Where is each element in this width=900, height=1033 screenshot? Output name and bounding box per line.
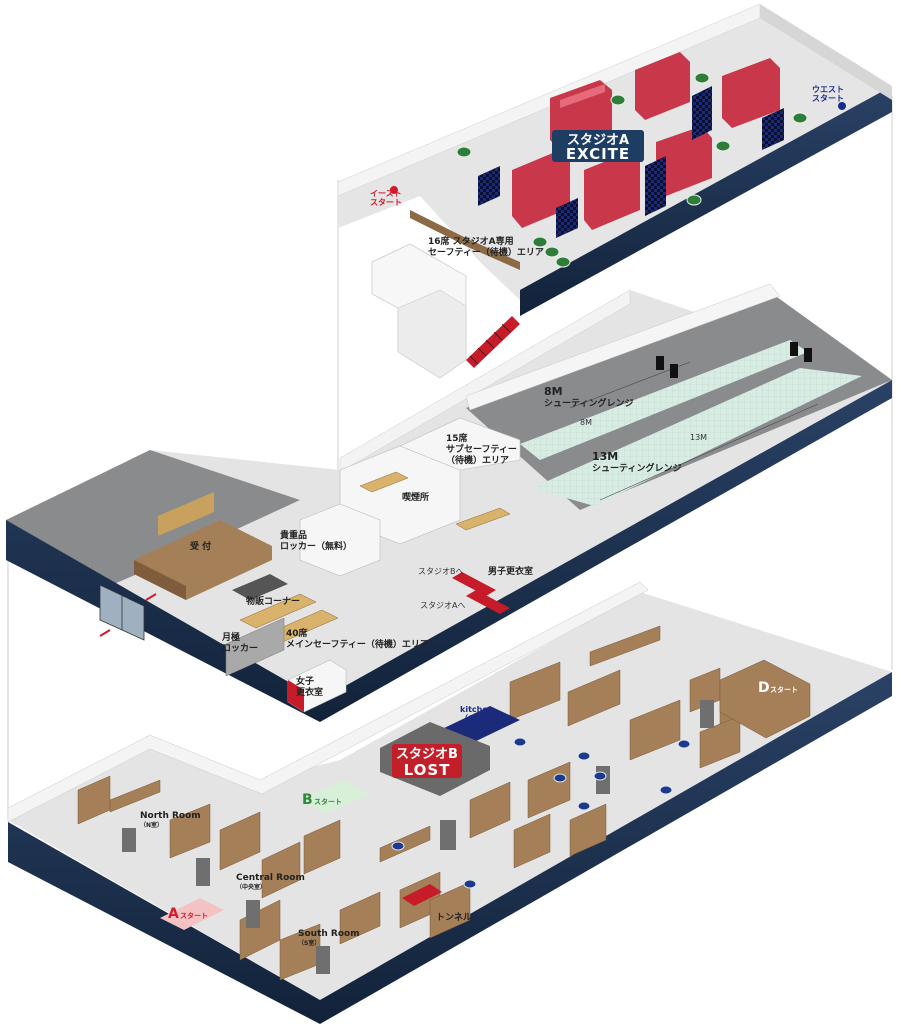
middle-range-slab-top [465, 283, 781, 411]
north-room-label: North Room [140, 811, 201, 821]
top-bench [410, 210, 470, 248]
floor-connector-lines [7, 96, 893, 820]
range-targets [656, 342, 812, 378]
men-locker-label: 男子更衣室 [488, 565, 533, 577]
a-start-letter: A [168, 906, 179, 922]
dim-13m: 13M [690, 433, 707, 442]
b-start-tag: B スタート [302, 792, 342, 808]
top-stair [466, 316, 520, 368]
reception-back [158, 492, 214, 536]
main-safety-label-2: メインセーフティー（待機）エリア [286, 638, 429, 650]
bottom-floor-surface [8, 592, 892, 1000]
studio-b-tag: スタジオB LOST [392, 744, 462, 779]
range-8m-lane [520, 340, 808, 460]
west-start-label-2: スタート [812, 93, 844, 103]
top-floor: スタジオA EXCITE イースト スタート ウエスト スタート 16席 スタジ… [337, 3, 892, 379]
monthly-locker-label-2: ロッカー [222, 643, 258, 654]
d-start-room [719, 659, 811, 739]
east-start-label-1: イースト [370, 189, 402, 198]
to-studio-b-label: スタジオBへ [418, 567, 464, 576]
range-13m-lane [532, 368, 862, 506]
studio-a-sub: EXCITE [566, 145, 630, 163]
valuables-locker-label-2: ロッカー（無料） [280, 540, 352, 552]
tunnel-label: トンネル [436, 912, 472, 923]
shop-counter [232, 574, 288, 600]
middle-left-slab [6, 450, 300, 590]
studio-a-safety-label-1: 16席 スタジオA専用 [428, 235, 514, 247]
d-start-letter: D [758, 680, 770, 696]
women-locker-label-1: 女子 [296, 675, 314, 687]
central-room-label: Central Room [236, 873, 305, 883]
shop-label: 物販コーナー [246, 595, 300, 607]
reception-label: 受 付 [190, 540, 211, 552]
range-13m-sub: シューティングレンジ [592, 462, 681, 474]
east-start-marker [390, 186, 398, 194]
range-13m-title: 13M [592, 450, 618, 463]
b-start-text: スタート [314, 797, 342, 806]
central-room-sub: （中央室） [236, 883, 266, 891]
top-floor-front-wall [520, 86, 892, 316]
bottom-lockers [122, 700, 714, 974]
east-start-label-2: スタート [370, 197, 402, 207]
west-start-marker [838, 102, 846, 110]
valuables-locker-label-1: 貴重品 [280, 529, 307, 541]
middle-back-wall [339, 289, 631, 473]
range-8m-title: 8M [544, 385, 563, 398]
women-locker-label-2: 更衣室 [296, 686, 323, 698]
monthly-locker-block [225, 617, 285, 677]
middle-interior-walls [299, 417, 521, 577]
a-start-zone [160, 898, 224, 930]
range-8m-sub: シューティングレンジ [544, 397, 633, 409]
north-room-sub: （N室） [140, 821, 163, 829]
bottom-barrels [391, 737, 691, 889]
d-start-text: スタート [770, 685, 798, 694]
west-start-label-1: ウエスト [812, 85, 844, 94]
main-safety-label-1: 40席 [286, 627, 308, 639]
smoking-label: 喫煙所 [402, 491, 429, 503]
bottom-back-wall [7, 581, 649, 823]
middle-floor: 8M 13M [6, 283, 892, 722]
studio-b-name: スタジオB [396, 747, 458, 762]
kitchen-label-2: （Cスタート） [460, 713, 514, 723]
kitchen-label-1: kitchen [460, 705, 494, 714]
to-studio-a-label: スタジオAへ [420, 601, 465, 610]
top-floor-right-wall [760, 4, 892, 100]
sub-safety-label-1: 15席 [446, 432, 468, 444]
a-start-text: スタート [180, 911, 208, 920]
studio-a-safety-label-2: セーフティー（待機）エリア [428, 246, 544, 258]
a-start-tag: A スタート [168, 906, 208, 922]
top-barrels [456, 72, 808, 268]
b-start-letter: B [302, 792, 313, 808]
dim-8m: 8M [580, 418, 592, 427]
monthly-locker-label-1: 月極 [221, 631, 240, 643]
bottom-floor: スタジオB LOST kitchen （Cスタート） North Room （N… [7, 581, 892, 1024]
tunnel-stair [402, 884, 442, 906]
studio-b-sub: LOST [404, 761, 451, 779]
studio-a-name: スタジオA [567, 133, 629, 148]
south-room-sub: （S室） [298, 939, 320, 947]
d-start-tag: D スタート [758, 680, 798, 696]
south-room-label: South Room [298, 929, 360, 939]
sub-safety-label-2: サブセーフティー [446, 443, 517, 455]
b-start-zone [300, 780, 370, 814]
entrance-arrows [99, 593, 157, 637]
sub-safety-label-3: （待機）エリア [446, 454, 509, 466]
middle-stair [452, 572, 496, 596]
top-checkered-barriers [478, 86, 784, 238]
studio-a-tag: スタジオA EXCITE [552, 130, 644, 163]
